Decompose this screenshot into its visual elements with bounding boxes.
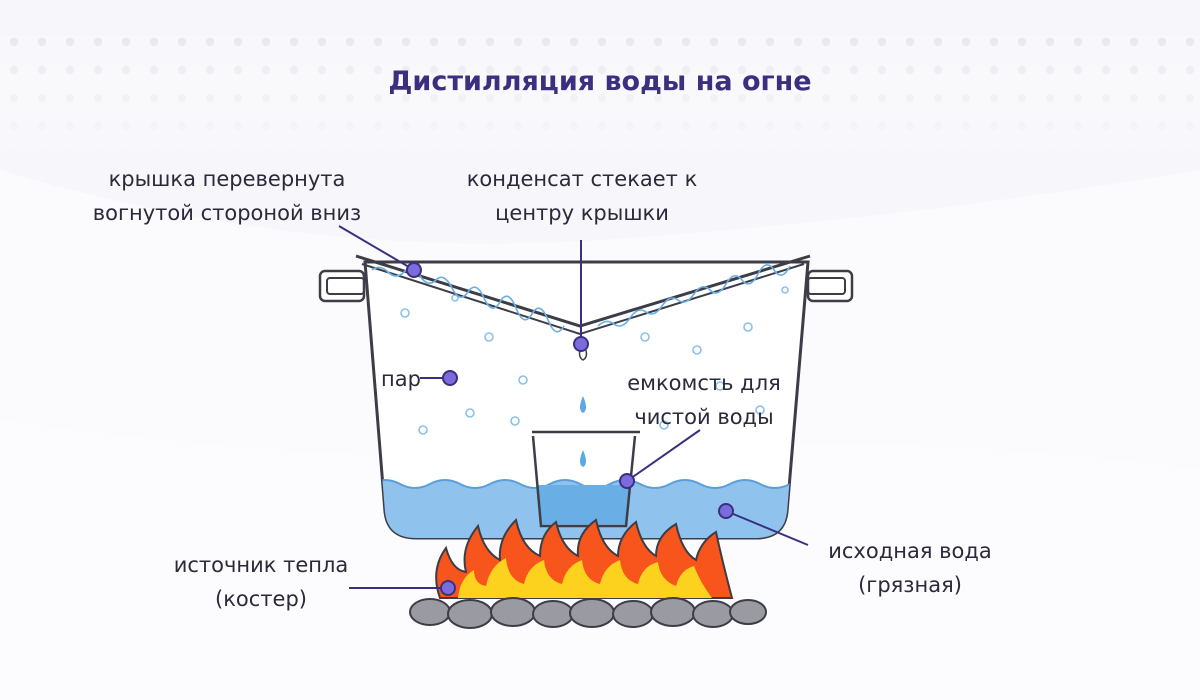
marker-source-water (718, 503, 734, 519)
campfire (435, 517, 734, 599)
label-steam: пар (381, 367, 421, 391)
label-lid: крышка перевернута вогнутой стороной вни… (92, 167, 362, 225)
marker-container (619, 473, 635, 489)
marker-lid (406, 262, 422, 278)
marker-condensate (573, 336, 589, 352)
clean-water-container (531, 430, 640, 528)
leader-lines (338, 225, 809, 589)
pot-handle-left (318, 269, 366, 303)
label-source-water: исходная вода (грязная) (828, 539, 992, 597)
marker-heat (440, 580, 456, 596)
label-container: емкомсть для чистой воды (627, 371, 781, 429)
marker-steam (442, 370, 458, 386)
diagram-title: Дистилляция воды на огне (388, 66, 812, 97)
fire-stones (409, 597, 767, 629)
steam-bubbles (400, 286, 789, 435)
label-heat: источник тепла (костер) (173, 553, 349, 611)
label-markers (406, 262, 734, 596)
pot-handle-right (806, 269, 854, 303)
label-condensate: конденсат стекает к центру крышки (466, 167, 698, 225)
